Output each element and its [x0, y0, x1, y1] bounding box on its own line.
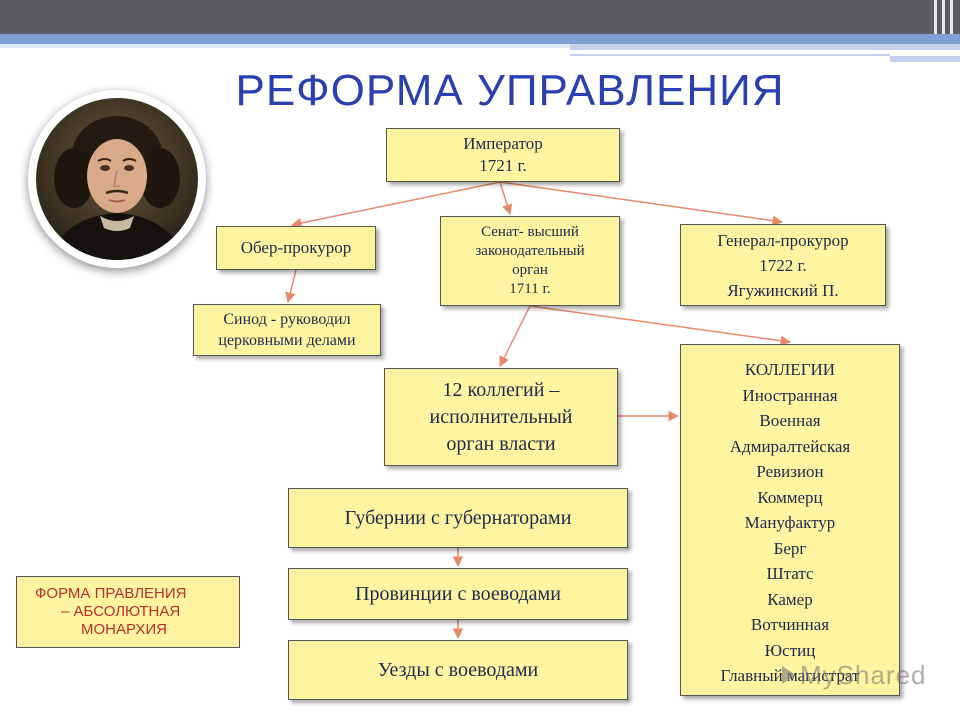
general-prokuror-year: 1722 г. — [759, 255, 807, 275]
ober-prokuror-label: Обер-прокурор — [240, 238, 352, 257]
colleges-12-line-2: исполнительный — [429, 405, 573, 428]
college-item: Военная — [759, 411, 821, 430]
box-general-prokuror: Генерал-прокурор 1722 г. Ягужинский П. — [680, 224, 886, 306]
emperor-year: 1721 г. — [479, 156, 527, 175]
box-colleges-list: КОЛЛЕГИИ Иностранная Военная Адмиралтейс… — [680, 344, 900, 696]
top-stripe-end — [890, 56, 960, 62]
senate-line-2: законодательный — [475, 243, 585, 259]
box-provincii: Провинции с воеводами — [288, 568, 628, 620]
box-emperor: Император 1721 г. — [386, 128, 620, 182]
box-12-colleges: 12 коллегий – исполнительный орган власт… — [384, 368, 618, 466]
provincii-label: Провинции с воеводами — [355, 582, 561, 605]
college-item: Адмиралтейская — [729, 436, 851, 456]
college-item: Камер — [767, 589, 813, 609]
college-item: Ревизион — [756, 462, 824, 481]
arrow-senate-colleges — [529, 305, 792, 346]
colleges-12-line-1: 12 коллегий – — [442, 378, 560, 401]
form-of-rule-line-1: ФОРМА ПРАВЛЕНИЯ — [35, 585, 187, 602]
top-stripe — [0, 34, 960, 44]
box-ober-prokuror: Обер-прокурор — [216, 226, 376, 270]
box-form-of-rule: ФОРМА ПРАВЛЕНИЯ – АБСОЛЮТНАЯ МОНАРХИЯ — [16, 576, 240, 648]
senate-line-3: орган — [512, 262, 548, 278]
gubernii-label: Губернии с губернаторами — [344, 506, 572, 529]
arrow-emperor-general — [499, 181, 784, 226]
synod-line-1: Синод - руководил — [223, 311, 351, 328]
arrow-ober-synod — [285, 269, 297, 304]
senate-year: 1711 г. — [509, 281, 551, 297]
form-of-rule-line-2: – АБСОЛЮТНАЯ — [61, 603, 181, 620]
senate-line-1: Сенат- высший — [481, 224, 579, 240]
top-stripe-right — [570, 44, 960, 50]
form-of-rule-line-3: МОНАРХИЯ — [81, 621, 167, 638]
general-prokuror-title: Генерал-прокурор — [717, 230, 849, 250]
college-item: Мануфактур — [744, 513, 836, 532]
synod-line-2: церковными делами — [218, 332, 356, 349]
college-item: Коммерц — [757, 487, 823, 507]
college-item: Иностранная — [742, 385, 838, 405]
college-item: Юстиц — [764, 640, 816, 660]
uezdy-label: Уезды с воеводами — [377, 658, 539, 681]
top-stripe-thin — [570, 54, 890, 56]
college-item: Берг — [773, 538, 807, 558]
arrow-emperor-ober — [290, 181, 501, 229]
box-gubernii: Губернии с губернаторами — [288, 488, 628, 548]
slide-title: РЕФОРМА УПРАВЛЕНИЯ — [235, 66, 785, 115]
college-item: Штатс — [766, 564, 814, 583]
general-prokuror-name: Ягужинский П. — [727, 280, 839, 300]
arrow-emperor-senate — [499, 181, 513, 216]
corner-bars — [931, 0, 960, 34]
emperor-title: Император — [463, 134, 543, 153]
arrow-senate-12col — [499, 305, 531, 367]
colleges-12-line-3: орган власти — [446, 432, 556, 455]
play-icon — [782, 666, 796, 684]
colleges-list-header: КОЛЛЕГИИ — [744, 360, 836, 379]
box-senate: Сенат- высший законодательный орган 1711… — [440, 216, 620, 306]
box-synod: Синод - руководил церковными делами — [193, 304, 381, 356]
watermark-text: MyShared — [800, 659, 927, 690]
watermark: MyShared — [782, 652, 932, 698]
top-bar — [0, 0, 960, 34]
portrait-peter-i-icon — [36, 98, 198, 260]
portrait-frame — [28, 90, 206, 268]
top-stripe-light — [0, 44, 570, 48]
college-item: Вотчинная — [750, 615, 830, 634]
box-uezdy: Уезды с воеводами — [288, 640, 628, 700]
